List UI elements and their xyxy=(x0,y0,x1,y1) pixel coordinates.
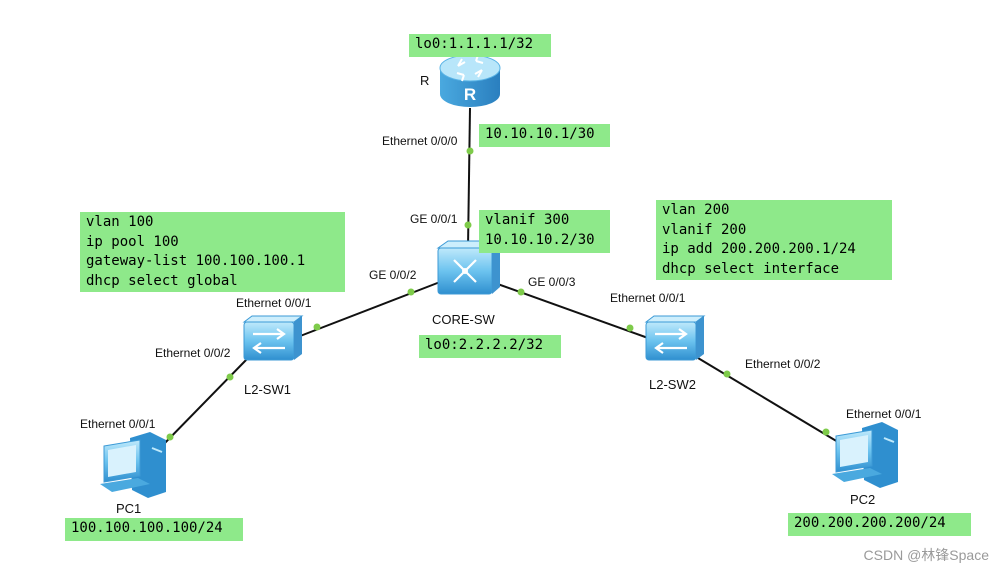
note-pc2-ip: 200.200.200.200/24 xyxy=(788,513,971,536)
device-label-pc1: PC1 xyxy=(116,501,142,516)
port-dot-core-ge003 xyxy=(517,288,525,296)
port-dot-sw1-e001 xyxy=(313,323,321,331)
pc2-icon[interactable] xyxy=(832,422,898,488)
port-label-core-ge001: GE 0/0/1 xyxy=(410,212,458,226)
link-sw1-pc1[interactable] xyxy=(159,357,249,449)
port-label-sw2-e001: Ethernet 0/0/1 xyxy=(610,291,686,305)
port-label-core-ge003: GE 0/0/3 xyxy=(528,275,576,289)
note-pc1-ip: 100.100.100.100/24 xyxy=(65,518,243,541)
switch-sw2-icon[interactable] xyxy=(644,315,706,361)
port-label-pc1-e001: Ethernet 0/0/1 xyxy=(80,417,156,431)
core-switch-icon[interactable] xyxy=(436,240,502,295)
note-line: dhcp select interface xyxy=(662,260,840,277)
device-label-l2-sw1: L2-SW1 xyxy=(244,382,291,397)
port-label-sw2-e002: Ethernet 0/0/2 xyxy=(745,357,821,371)
note-line: 200.200.200.200/24 xyxy=(794,515,946,531)
port-label-sw1-e002: Ethernet 0/0/2 xyxy=(155,346,231,360)
port-label-sw1-e001: Ethernet 0/0/1 xyxy=(236,296,312,310)
port-dot-pc1-e001 xyxy=(166,433,174,441)
note-line: 10.10.10.1/30 xyxy=(485,126,595,142)
port-label-core-ge002: GE 0/0/2 xyxy=(369,268,417,282)
note-line: lo0:2.2.2.2/32 xyxy=(425,337,544,353)
port-dot-sw2-e001 xyxy=(626,324,634,332)
port-dot-core-ge001 xyxy=(464,221,472,229)
port-dot-pc2-e001 xyxy=(822,428,830,436)
port-dot-sw1-e002 xyxy=(226,373,234,381)
port-label-pc2-e001: Ethernet 0/0/1 xyxy=(846,407,922,421)
note-line: 100.100.100.100/24 xyxy=(71,520,223,536)
port-dot-core-ge002 xyxy=(407,288,415,296)
link-sw2-pc2[interactable] xyxy=(697,357,839,443)
note-line: 10.10.10.2/30 xyxy=(485,231,595,248)
svg-text:R: R xyxy=(464,85,476,104)
pc1-icon[interactable] xyxy=(100,432,166,498)
note-line: lo0:1.1.1.1/32 xyxy=(415,36,534,52)
switch-sw1-icon[interactable] xyxy=(242,315,304,361)
device-label-core-sw: CORE-SW xyxy=(432,312,495,327)
router-icon[interactable]: R xyxy=(439,54,501,107)
note-line: gateway-list 100.100.100.1 xyxy=(86,253,306,269)
note-line: vlan 200 xyxy=(662,202,730,218)
note-router-lo0: lo0:1.1.1.1/32 xyxy=(409,34,551,57)
device-label-l2-sw2: L2-SW2 xyxy=(649,377,696,392)
port-label-r-e000: Ethernet 0/0/0 xyxy=(382,134,458,148)
note-line: ip add 200.200.200.1/24 xyxy=(662,241,856,257)
note-line: ip pool 100 xyxy=(86,233,179,250)
device-label-router: R xyxy=(420,73,430,88)
note-router-interface-ip: 10.10.10.1/30 xyxy=(479,124,610,147)
port-dot-r-e000 xyxy=(466,147,474,155)
note-line: vlanif 300 xyxy=(485,212,570,228)
note-vlan200-dhcp: vlan 200 vlanif 200 ip add 200.200.200.1… xyxy=(656,200,892,280)
note-core-vlanif: vlanif 300 10.10.10.2/30 xyxy=(479,210,610,253)
note-line: vlan 100 xyxy=(86,214,154,230)
device-label-pc2: PC2 xyxy=(850,492,876,507)
note-core-lo0: lo0:2.2.2.2/32 xyxy=(419,335,561,358)
watermark: CSDN @林锋Space xyxy=(863,547,989,563)
note-line: dhcp select global xyxy=(86,272,238,289)
port-dots xyxy=(166,147,830,441)
port-dot-sw2-e002 xyxy=(723,370,731,378)
note-vlan100-dhcp: vlan 100 ip pool 100 gateway-list 100.10… xyxy=(80,212,345,292)
note-line: vlanif 200 xyxy=(662,221,747,238)
